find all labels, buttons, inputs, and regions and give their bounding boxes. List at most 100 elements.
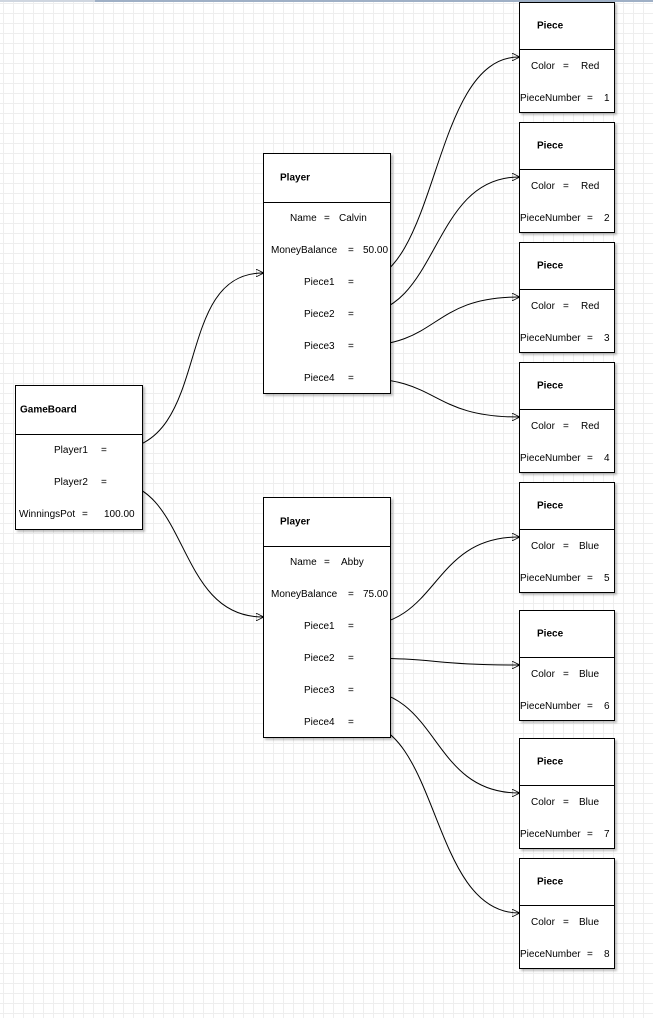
piece-node-4[interactable]: Piece Color = Red PieceNumber = 4 (519, 362, 615, 473)
field-value: Red (581, 181, 600, 192)
piece-node-3[interactable]: Piece Color = Red PieceNumber = 3 (519, 242, 615, 353)
piece-field-color[interactable]: Color = Red (520, 300, 614, 314)
field-key: PieceNumber (520, 93, 581, 104)
gameboard-field-winningspot[interactable]: WinningsPot = 100.00 (16, 508, 142, 522)
field-key: PieceNumber (520, 701, 581, 712)
piece-field-number[interactable]: PieceNumber = 4 (520, 452, 614, 466)
piece-node-2[interactable]: Piece Color = Red PieceNumber = 2 (519, 122, 615, 233)
player-node-calvin[interactable]: Player Name = Calvin MoneyBalance = 50.0… (263, 153, 391, 394)
player-field-moneybalance[interactable]: MoneyBalance = 75.00 (264, 588, 390, 602)
field-equals: = (563, 421, 569, 432)
field-key: WinningsPot (19, 509, 76, 520)
field-value: 75.00 (363, 589, 389, 600)
piece-field-number[interactable]: PieceNumber = 6 (520, 700, 614, 714)
piece-node-1[interactable]: Piece Color = Red PieceNumber = 1 (519, 2, 615, 113)
player-field-name[interactable]: Name = Abby (264, 556, 390, 570)
field-equals: = (587, 453, 593, 464)
gameboard-field-player2[interactable]: Player2 = (16, 476, 142, 490)
field-key: PieceNumber (520, 949, 581, 960)
field-equals: = (348, 589, 354, 600)
field-key: Name (290, 557, 317, 568)
field-value: Blue (579, 917, 600, 928)
piece-title: Piece (537, 380, 564, 392)
gameboard-header: GameBoard (16, 386, 142, 435)
piece-field-color[interactable]: Color = Red (520, 180, 614, 194)
piece-field-number[interactable]: PieceNumber = 5 (520, 572, 614, 586)
field-value: 100.00 (104, 509, 135, 520)
player-field-piece3[interactable]: Piece3 = (264, 684, 390, 698)
field-value: Blue (579, 541, 600, 552)
field-key: PieceNumber (520, 573, 581, 584)
field-key: Piece1 (304, 277, 335, 288)
piece-title: Piece (537, 260, 564, 272)
gameboard-title: GameBoard (20, 404, 77, 416)
field-key: Piece2 (304, 653, 335, 664)
field-equals: = (348, 373, 354, 384)
field-key: Player1 (54, 445, 88, 456)
piece-field-color[interactable]: Color = Blue (520, 796, 614, 810)
player-field-piece2[interactable]: Piece2 = (264, 308, 390, 322)
piece-header: Piece (520, 3, 614, 50)
gameboard-node[interactable]: GameBoard Player1 = Player2 = WinningsPo… (15, 385, 143, 530)
field-equals: = (82, 509, 88, 520)
connector-abby-piece4 (357, 721, 519, 913)
piece-title: Piece (537, 756, 564, 768)
gameboard-field-player1[interactable]: Player1 = (16, 444, 142, 458)
field-equals: = (587, 93, 593, 104)
piece-header: Piece (520, 859, 614, 906)
field-equals: = (348, 277, 354, 288)
player-header: Player (264, 154, 390, 203)
piece-header: Piece (520, 243, 614, 290)
field-equals: = (348, 717, 354, 728)
piece-field-number[interactable]: PieceNumber = 2 (520, 212, 614, 226)
piece-field-color[interactable]: Color = Blue (520, 540, 614, 554)
piece-field-number[interactable]: PieceNumber = 3 (520, 332, 614, 346)
piece-node-7[interactable]: Piece Color = Blue PieceNumber = 7 (519, 738, 615, 849)
piece-field-number[interactable]: PieceNumber = 1 (520, 92, 614, 106)
field-key: Piece3 (304, 341, 335, 352)
piece-title: Piece (537, 20, 564, 32)
canvas-top-border (0, 0, 653, 2)
field-key: MoneyBalance (271, 245, 338, 256)
field-key: Color (531, 421, 555, 432)
player-field-piece1[interactable]: Piece1 = (264, 620, 390, 634)
piece-title: Piece (537, 500, 564, 512)
field-key: Color (531, 797, 555, 808)
piece-title: Piece (537, 876, 564, 888)
piece-node-6[interactable]: Piece Color = Blue PieceNumber = 6 (519, 610, 615, 721)
piece-field-color[interactable]: Color = Blue (520, 668, 614, 682)
player-header: Player (264, 498, 390, 547)
field-key: Color (531, 541, 555, 552)
field-value: Calvin (339, 213, 367, 224)
player-field-piece4[interactable]: Piece4 = (264, 372, 390, 386)
field-value: Red (581, 301, 600, 312)
field-equals: = (563, 301, 569, 312)
piece-field-color[interactable]: Color = Red (520, 420, 614, 434)
field-key: Piece4 (304, 717, 335, 728)
player-field-piece3[interactable]: Piece3 = (264, 340, 390, 354)
piece-header: Piece (520, 611, 614, 658)
field-key: Color (531, 181, 555, 192)
piece-node-8[interactable]: Piece Color = Blue PieceNumber = 8 (519, 858, 615, 969)
player-field-name[interactable]: Name = Calvin (264, 212, 390, 226)
field-equals: = (348, 621, 354, 632)
piece-title: Piece (537, 140, 564, 152)
piece-field-number[interactable]: PieceNumber = 8 (520, 948, 614, 962)
player-field-piece4[interactable]: Piece4 = (264, 716, 390, 730)
player-field-piece1[interactable]: Piece1 = (264, 276, 390, 290)
piece-node-5[interactable]: Piece Color = Blue PieceNumber = 5 (519, 482, 615, 593)
field-equals: = (587, 213, 593, 224)
field-value: 8 (604, 949, 610, 960)
field-equals: = (101, 477, 107, 488)
field-equals: = (587, 333, 593, 344)
field-equals: = (324, 557, 330, 568)
field-equals: = (587, 573, 593, 584)
field-equals: = (563, 181, 569, 192)
piece-field-color[interactable]: Color = Red (520, 60, 614, 74)
player-node-abby[interactable]: Player Name = Abby MoneyBalance = 75.00 … (263, 497, 391, 738)
player-field-moneybalance[interactable]: MoneyBalance = 50.00 (264, 244, 390, 258)
piece-field-number[interactable]: PieceNumber = 7 (520, 828, 614, 842)
player-field-piece2[interactable]: Piece2 = (264, 652, 390, 666)
field-key: PieceNumber (520, 453, 581, 464)
piece-field-color[interactable]: Color = Blue (520, 916, 614, 930)
